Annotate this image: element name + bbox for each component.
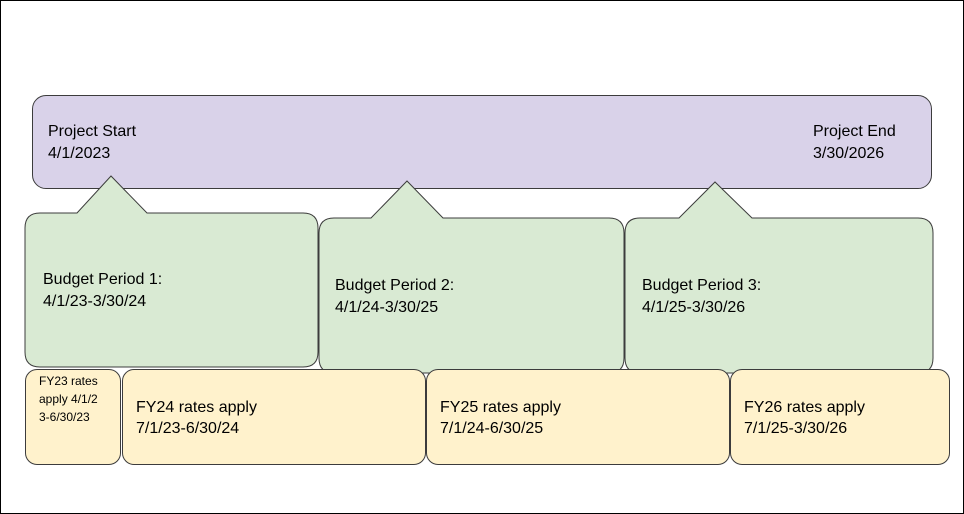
project-span-bar: Project Start 4/1/2023 Project End 3/30/… [32, 95, 932, 189]
budget-period-3-label: Budget Period 3: 4/1/25-3/30/26 [642, 277, 762, 316]
project-end-label: Project End 3/30/2026 [813, 123, 896, 162]
project-start-label: Project Start 4/1/2023 [48, 123, 137, 162]
fy25-rate-label: FY25 rates apply 7/1/24-6/30/25 [440, 399, 561, 437]
budget-period-1-callout [24, 175, 319, 368]
fy26-rate-box: FY26 rates apply 7/1/25-3/30/26 [730, 369, 950, 465]
fy23-rate-box: FY23 rates apply 4/1/23-6/30/23 [25, 369, 121, 465]
fy26-rate-label: FY26 rates apply 7/1/25-3/30/26 [744, 399, 865, 437]
fy24-rate-label: FY24 rates apply 7/1/23-6/30/24 [136, 399, 257, 437]
fy23-rate-label: FY23 rates apply 4/1/23-6/30/23 [39, 374, 98, 424]
fy24-rate-box: FY24 rates apply 7/1/23-6/30/24 [122, 369, 426, 465]
budget-period-2-label: Budget Period 2: 4/1/24-3/30/25 [335, 277, 455, 316]
fy25-rate-box: FY25 rates apply 7/1/24-6/30/25 [426, 369, 730, 465]
budget-period-1-label: Budget Period 1: 4/1/23-3/30/24 [43, 271, 163, 310]
